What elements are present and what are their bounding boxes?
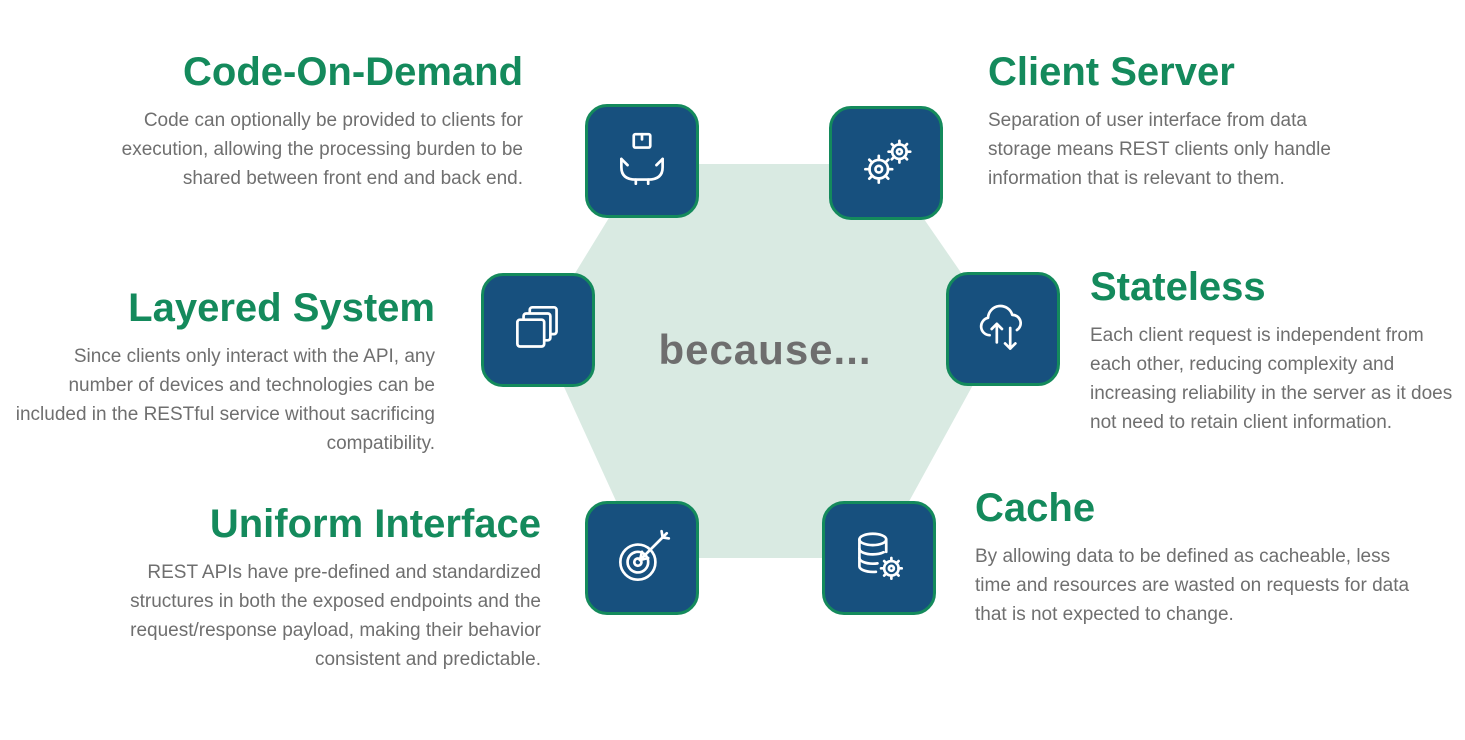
section-uniform-interface: Uniform Interface REST APIs have pre-def… — [66, 502, 541, 674]
section-title-stateless: Stateless — [1090, 265, 1266, 309]
section-title-code-on-demand: Code-On-Demand — [183, 50, 523, 94]
section-title-cache: Cache — [975, 486, 1096, 530]
cache-tile — [822, 501, 936, 615]
section-body-cache: By allowing data to be defined as cachea… — [975, 546, 1410, 625]
section-cache: Cache By allowing data to be defined as … — [975, 486, 1415, 629]
section-title-uniform-interface: Uniform Interface — [209, 502, 541, 546]
center-label: because... — [658, 326, 872, 373]
client-server-tile — [829, 106, 943, 220]
section-body-client-server: Separation of user interface from data s… — [988, 110, 1331, 189]
section-title-layered-system: Layered System — [128, 286, 435, 330]
cloud-sync-arrows-icon — [979, 304, 1022, 350]
layers-icon — [516, 305, 558, 348]
section-layered-system: Layered System Since clients only intera… — [8, 286, 435, 458]
database-gear-icon — [858, 532, 904, 580]
section-title-client-server: Client Server — [988, 50, 1235, 94]
code-on-demand-tile — [585, 104, 699, 218]
section-body-stateless: Each client request is independent from … — [1090, 325, 1453, 433]
section-body-layered-system: Since clients only interact with the API… — [15, 346, 435, 454]
gears-icon — [864, 139, 912, 184]
hands-holding-box-icon — [620, 132, 664, 186]
target-arrow-icon — [619, 529, 671, 581]
layered-system-tile — [481, 273, 595, 387]
uniform-interface-tile — [585, 501, 699, 615]
hexagon-shape — [539, 164, 1002, 558]
section-stateless: Stateless Each client request is indepen… — [1090, 265, 1462, 437]
stateless-tile — [946, 272, 1060, 386]
section-client-server: Client Server Separation of user interfa… — [988, 50, 1333, 193]
section-body-code-on-demand: Code can optionally be provided to clien… — [121, 110, 523, 189]
section-code-on-demand: Code-On-Demand Code can optionally be pr… — [98, 50, 523, 193]
section-body-uniform-interface: REST APIs have pre-defined and standardi… — [130, 562, 541, 670]
